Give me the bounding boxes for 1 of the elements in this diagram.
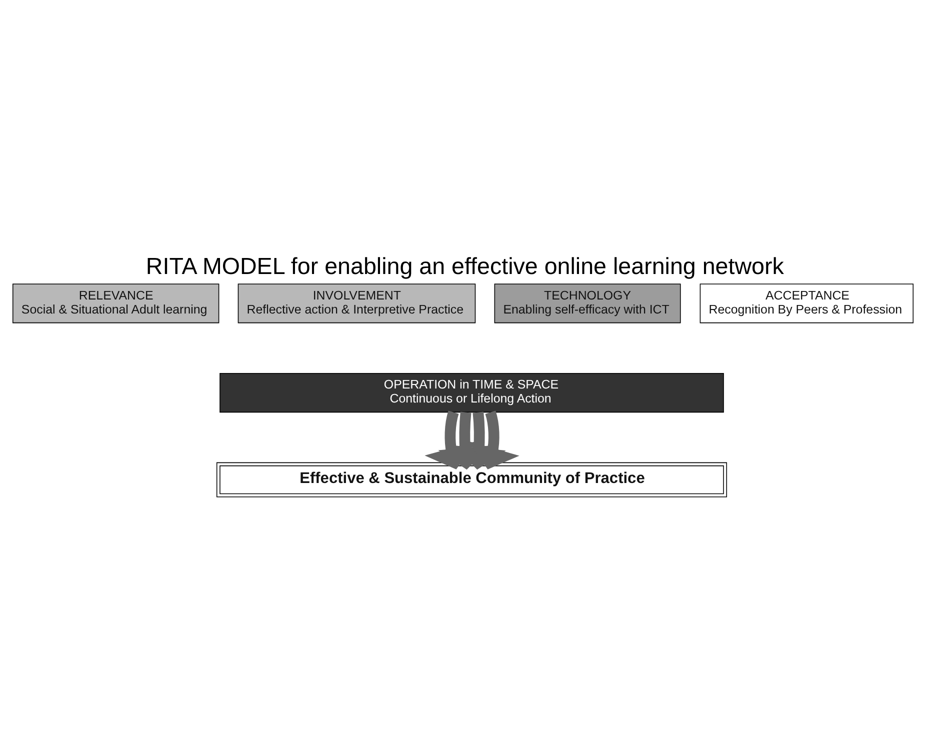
diagram-title: RITA MODEL for enabling an effective online learning network [146,252,784,279]
